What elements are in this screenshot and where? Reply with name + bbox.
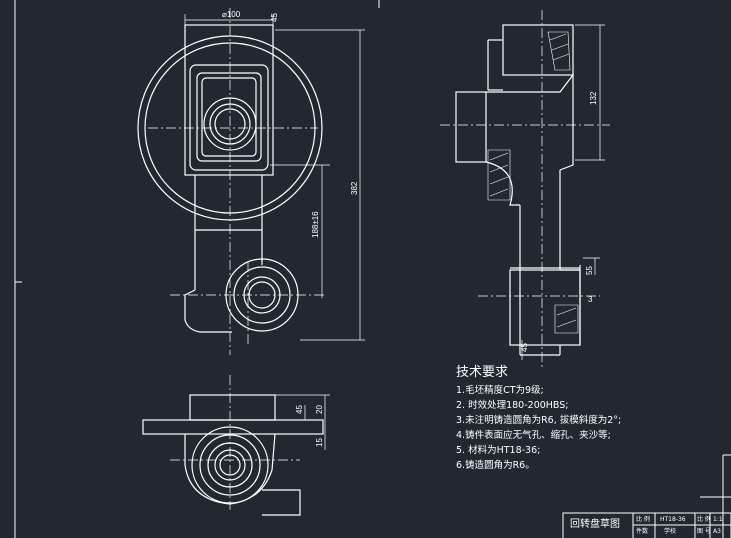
dim-188: 188±16	[311, 211, 320, 238]
top-view-outline	[142, 394, 324, 516]
dim-dia100: ⌀100	[222, 10, 241, 19]
front-view-centerlines	[148, 8, 325, 355]
side-view-centerlines	[440, 10, 610, 370]
side-view-outline	[455, 24, 581, 356]
requirement-item-5: 5. 材料为HT18-36;	[456, 444, 540, 456]
front-view: ⌀100 45 382 188±16	[137, 8, 365, 355]
side-view-dimensions	[521, 24, 605, 360]
title-block-cell-4: 1:1	[713, 516, 723, 523]
dim-45-top: 45	[270, 13, 279, 22]
dim-55: 55	[585, 266, 594, 275]
title-block-title: 回转盘草图	[570, 517, 620, 530]
title-block-cell-3: 比 例	[697, 515, 711, 523]
title-block-cell-2: HT18-36	[660, 516, 686, 523]
dim-3: 3	[588, 295, 593, 304]
front-view-outline	[137, 24, 323, 333]
dim-132: 132	[589, 91, 598, 105]
side-view-section-hatch	[487, 31, 579, 334]
title-block-cell-8: A3	[713, 528, 721, 535]
dim-15: 15	[315, 438, 324, 447]
dim-20: 20	[315, 405, 324, 414]
requirements-heading: 技术要求	[456, 365, 508, 380]
dim-45-side: 45	[520, 343, 529, 352]
requirement-item-2: 2. 时效处理180-200HBS;	[456, 399, 569, 411]
requirement-item-6: 6.铸造圆角为R6。	[456, 459, 535, 471]
side-view: 132 55 3 45	[440, 10, 610, 370]
top-view: 45 20 15	[142, 375, 330, 516]
requirement-item-4: 4.铸件表面应无气孔、缩孔、夹沙等;	[456, 429, 611, 441]
title-block: 回转盘草图 比 例 HT18-36 比 例 1:1 件数 学校 图 号 A3	[562, 512, 731, 538]
requirement-item-1: 1.毛坯精度CT为9级;	[456, 384, 544, 396]
dim-382: 382	[350, 181, 359, 195]
title-block-cell-7: 图 号	[697, 528, 711, 535]
drawing-frame	[14, 0, 731, 538]
dim-45-bottom: 45	[295, 405, 304, 414]
top-view-dimensions	[275, 394, 330, 450]
title-block-cell-6: 学校	[664, 527, 676, 535]
title-block-cell-5: 件数	[636, 527, 648, 535]
technical-requirements: 技术要求 1.毛坯精度CT为9级; 2. 时效处理180-200HBS; 3.未…	[456, 365, 621, 471]
front-view-dimensions	[184, 14, 365, 341]
requirement-item-3: 3.未注明铸造圆角为R6, 拔模斜度为2°;	[456, 414, 621, 426]
title-block-cell-1: 比 例	[636, 515, 650, 523]
title-block-grid	[562, 512, 731, 538]
